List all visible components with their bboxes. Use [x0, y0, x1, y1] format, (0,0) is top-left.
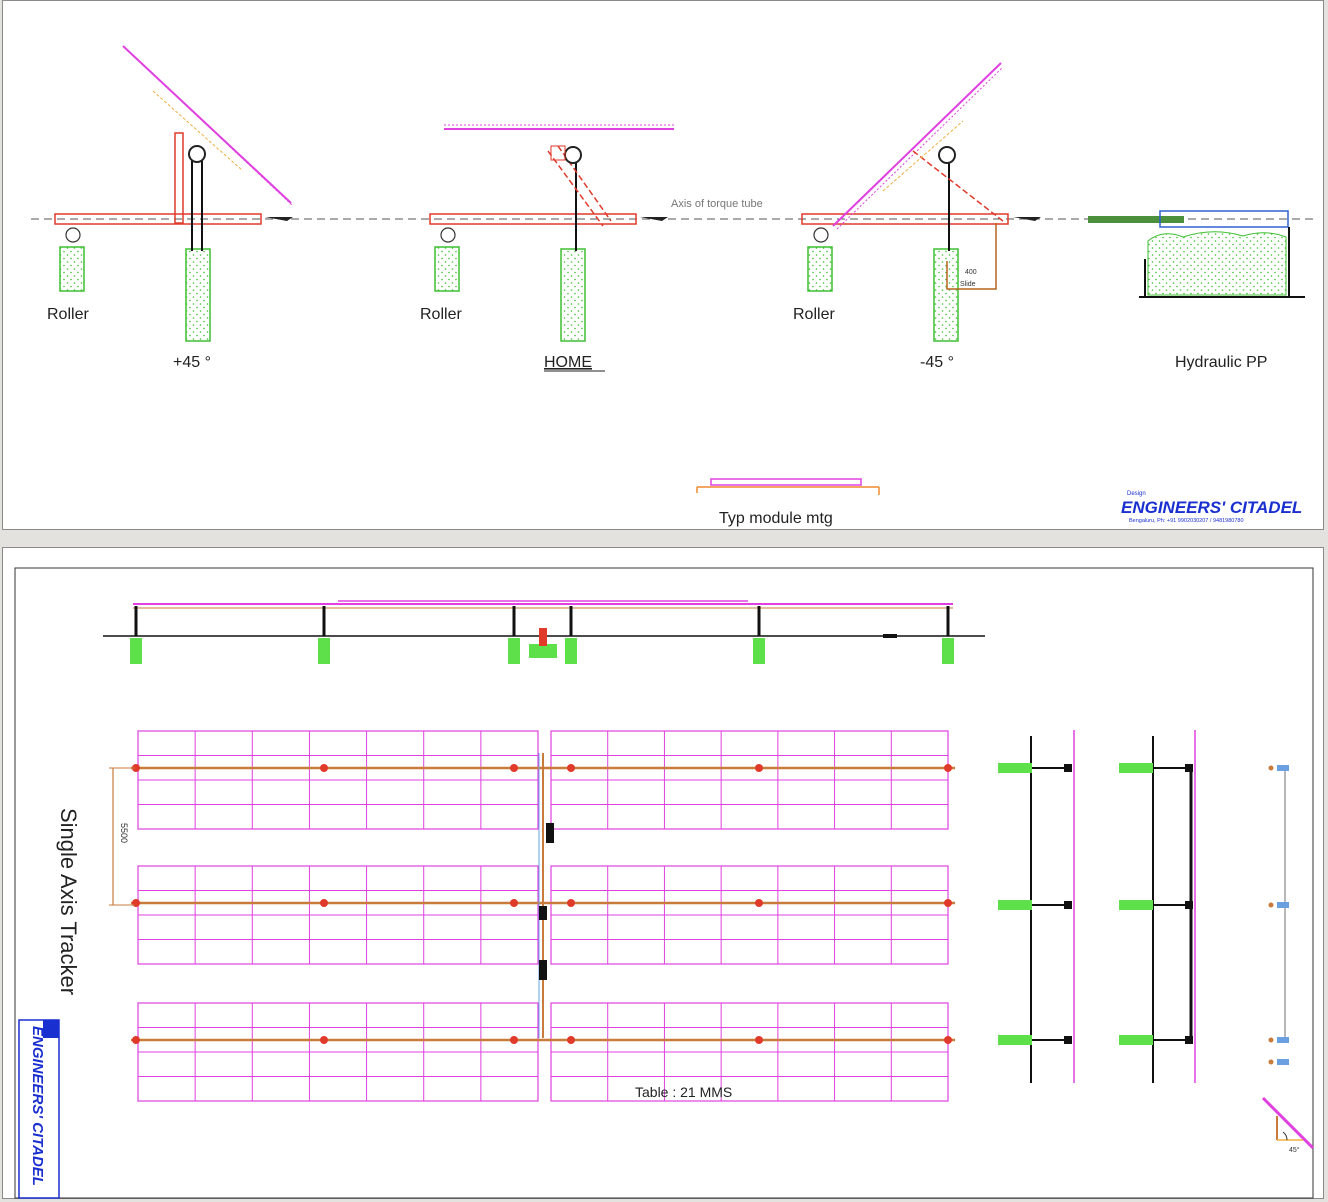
side-clamp: [1185, 764, 1193, 772]
side-foundation: [1119, 763, 1153, 773]
side-bolt: [1268, 1037, 1274, 1043]
logo-small: Design: [1127, 491, 1146, 497]
post-marker: [320, 1036, 328, 1044]
side-bolt: [1268, 765, 1274, 771]
side-clamp: [1277, 902, 1289, 908]
side-clamp: [1277, 1037, 1289, 1043]
dim-label: Slide: [960, 281, 976, 288]
elevation-foundation: [130, 638, 142, 664]
roller-label: Roller: [420, 306, 462, 323]
post-marker: [567, 764, 575, 772]
row-pitch-label: 5500: [119, 823, 129, 843]
module-mounting-detail: [696, 478, 880, 495]
post-marker: [755, 899, 763, 907]
post-marker: [510, 899, 518, 907]
post-marker: [755, 1036, 763, 1044]
logo-vertical: ENGINEERS' CITADEL: [29, 1026, 46, 1186]
logo-contact: Bengaluru, Ph: +91 9902030207 / 94819807…: [1129, 518, 1244, 524]
side-elevations: [998, 730, 1289, 1083]
module-table: [550, 1002, 949, 1102]
tilt-angle-detail: [1261, 1096, 1315, 1150]
table-label: Table : 21 MMS: [635, 1084, 732, 1100]
hydraulic-pile: [1088, 210, 1305, 298]
post-marker: [510, 764, 518, 772]
roller-label: Roller: [47, 306, 89, 323]
side-foundation: [998, 1035, 1032, 1045]
roller-label: Roller: [793, 306, 835, 323]
side-clamp: [1064, 901, 1072, 909]
position-minus45: [801, 62, 1041, 342]
post-marker: [567, 899, 575, 907]
side-clamp: [1064, 1036, 1072, 1044]
axis-label: Axis of torque tube: [671, 198, 763, 210]
side-clamp: [1185, 901, 1193, 909]
module-table: [550, 865, 949, 965]
pile-label: Hydraulic PP: [1175, 354, 1267, 371]
elevation-foundation: [942, 638, 954, 664]
module-table: [137, 730, 539, 830]
post-marker: [944, 1036, 952, 1044]
side-bolt: [1268, 1059, 1274, 1065]
post-marker: [510, 1036, 518, 1044]
elevation-foundation: [318, 638, 330, 664]
position-label: +45 °: [173, 354, 211, 371]
module-table: [137, 1002, 539, 1102]
side-foundation: [1119, 900, 1153, 910]
drawing-title: Single Axis Tracker: [56, 808, 81, 995]
post-marker: [320, 764, 328, 772]
tracker-layout-sheet: 5500 Single Axis Tracker Table : 21 MMS …: [2, 547, 1324, 1199]
angle-label: 45°: [1289, 1146, 1300, 1154]
plan-view: [131, 730, 955, 1102]
post-marker: [132, 1036, 140, 1044]
positions-drawing: Axis of torque tube Roller +45 ° Roller …: [31, 45, 1313, 527]
dim-label: 400: [965, 269, 977, 276]
side-clamp: [1277, 765, 1289, 771]
position-home: [429, 124, 674, 342]
side-bolt: [1268, 902, 1274, 908]
side-foundation: [998, 763, 1032, 773]
elevation-foundation: [565, 638, 577, 664]
module-mtg-label: Typ module mtg: [719, 510, 833, 527]
side-clamp: [1185, 1036, 1193, 1044]
post-marker: [755, 764, 763, 772]
post-marker: [320, 899, 328, 907]
side-foundation: [998, 900, 1032, 910]
position-label: HOME: [544, 354, 592, 371]
sheet-logo: [18, 1019, 60, 1199]
post-marker: [132, 899, 140, 907]
side-foundation: [1119, 1035, 1153, 1045]
drive-line: [538, 753, 554, 1038]
side-clamp: [1064, 764, 1072, 772]
module-table: [137, 865, 539, 965]
post-marker: [132, 764, 140, 772]
row-pitch-dimension: [109, 767, 135, 906]
elevation-foundation: [508, 638, 520, 664]
logo-name: ENGINEERS' CITADEL: [1121, 498, 1302, 517]
elevation-view: [103, 600, 985, 664]
module-table: [550, 730, 949, 830]
post-marker: [567, 1036, 575, 1044]
post-marker: [944, 764, 952, 772]
post-marker: [944, 899, 952, 907]
elevation-foundation: [753, 638, 765, 664]
layout-drawing: 5500 Single Axis Tracker Table : 21 MMS …: [14, 567, 1315, 1199]
tracker-positions-sheet: Axis of torque tube Roller +45 ° Roller …: [2, 0, 1324, 530]
side-clamp: [1277, 1059, 1289, 1065]
position-plus45: [54, 45, 294, 342]
position-label: -45 °: [920, 354, 954, 371]
